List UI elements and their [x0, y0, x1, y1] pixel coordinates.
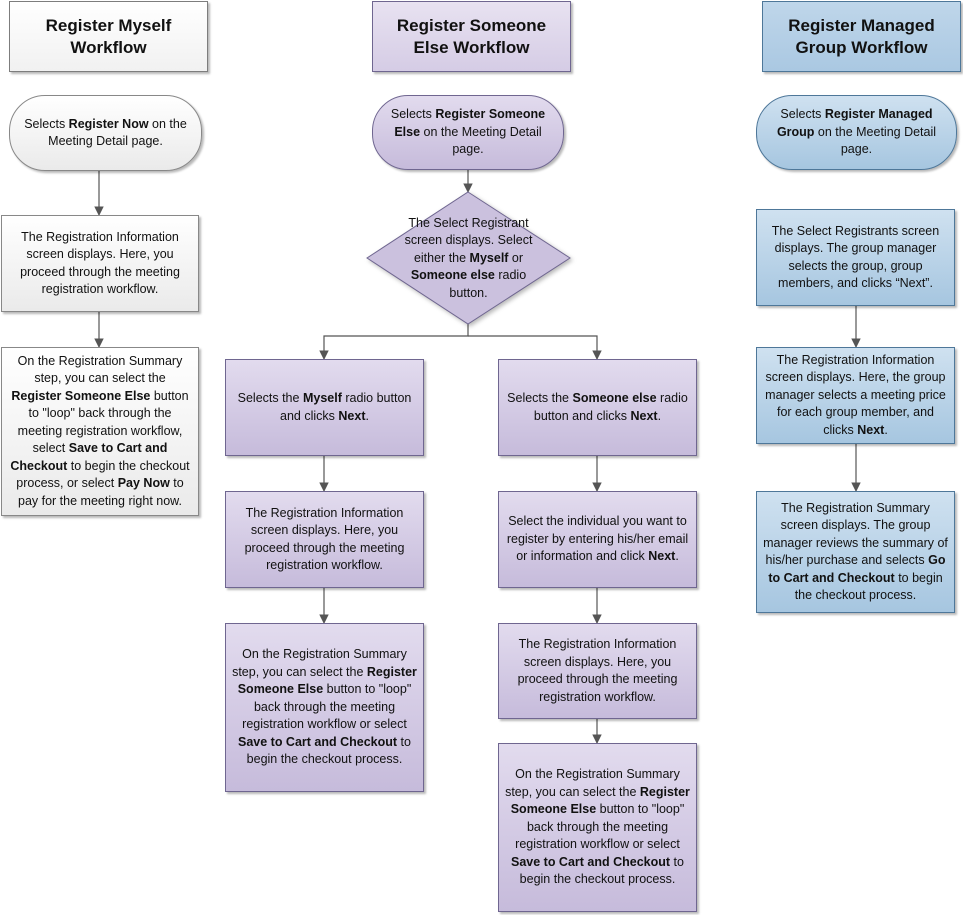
step-group-registration-info: The Registration Information screen disp… [756, 347, 955, 444]
bold-term: Register Someone Else [237, 664, 417, 697]
step-text: Selects the Myself radio button and clic… [237, 391, 412, 423]
branch-connector [319, 323, 469, 360]
bold-term: Myself [469, 250, 509, 265]
step-text: On the Registration Summary step, you ca… [232, 647, 417, 767]
step-text: On the Registration Summary step, you ca… [10, 353, 190, 508]
bold-term: Save to Cart and Checkout [511, 854, 671, 869]
step-group-select-registrants: The Select Registrants screen displays. … [756, 209, 955, 306]
bold-term: Register Someone Else [11, 388, 151, 403]
step-else-someone-radio: Selects the Someone else radio button an… [498, 359, 697, 456]
bold-term: Register Now [68, 116, 149, 131]
step-myself-registration-info: The Registration Information screen disp… [1, 215, 199, 312]
bold-term: Register Managed Group [776, 107, 933, 139]
step-group-start: Selects Register Managed Group on the Me… [756, 95, 957, 170]
header-register-someone-else: Register Someone Else Workflow [372, 1, 571, 72]
step-text: Select the individual you want to regist… [506, 514, 689, 564]
step-text: The Select Registrant screen displays. S… [404, 215, 533, 300]
step-text: The Select Registrants screen displays. … [771, 223, 940, 291]
bold-term: Next [338, 408, 366, 423]
bold-term: Myself [302, 391, 342, 405]
bold-term: Register Someone Else [394, 107, 546, 139]
step-text: Selects the Someone else radio button an… [507, 391, 688, 423]
bold-term: Save to Cart and Checkout [10, 441, 168, 473]
step-else-start: Selects Register Someone Else on the Mee… [372, 95, 564, 170]
branch-connector-right [468, 335, 602, 360]
step-else-myself-registration-info: The Registration Information screen disp… [225, 491, 424, 588]
decision-select-registrant: The Select Registrant screen displays. S… [393, 207, 544, 310]
step-text: Selects Register Managed Group on the Me… [776, 107, 937, 157]
bold-term: Register Someone Else [510, 784, 690, 817]
step-text: The Registration Information screen disp… [244, 505, 405, 573]
step-else-someone-registration-info: The Registration Information screen disp… [498, 623, 697, 719]
step-text: The Registration Summary screen displays… [763, 500, 948, 603]
step-text: The Registration Information screen disp… [517, 637, 678, 704]
step-else-someone-registration-summary: On the Registration Summary step, you ca… [498, 743, 697, 912]
header-register-myself: Register Myself Workflow [9, 1, 208, 72]
bold-term: Someone else [410, 268, 495, 283]
bold-term: Save to Cart and Checkout [238, 734, 398, 749]
step-myself-start: Selects Register Now on the Meeting Deta… [9, 95, 202, 171]
step-text: The Registration Information screen disp… [765, 352, 946, 437]
bold-term: Next [648, 549, 676, 564]
bold-term: Pay Now [117, 476, 170, 491]
step-text: Selects Register Someone Else on the Mee… [390, 107, 546, 157]
step-group-registration-summary: The Registration Summary screen displays… [756, 491, 955, 613]
step-else-myself-radio: Selects the Myself radio button and clic… [225, 359, 424, 456]
step-else-select-individual: Select the individual you want to regist… [498, 491, 697, 588]
bold-term: Next [857, 422, 885, 437]
header-register-managed-group: Register Managed Group Workflow [762, 1, 961, 72]
bold-term: Someone else [572, 391, 657, 405]
step-text: The Registration Information screen disp… [20, 229, 180, 297]
step-text: Selects Register Now on the Meeting Deta… [24, 116, 187, 149]
step-myself-registration-summary: On the Registration Summary step, you ca… [1, 347, 199, 516]
decision-diamond [366, 191, 571, 325]
step-text: On the Registration Summary step, you ca… [505, 767, 690, 887]
bold-term: Go to Cart and Checkout [768, 553, 946, 585]
step-else-myself-registration-summary: On the Registration Summary step, you ca… [225, 623, 424, 792]
bold-term: Next [630, 408, 658, 423]
